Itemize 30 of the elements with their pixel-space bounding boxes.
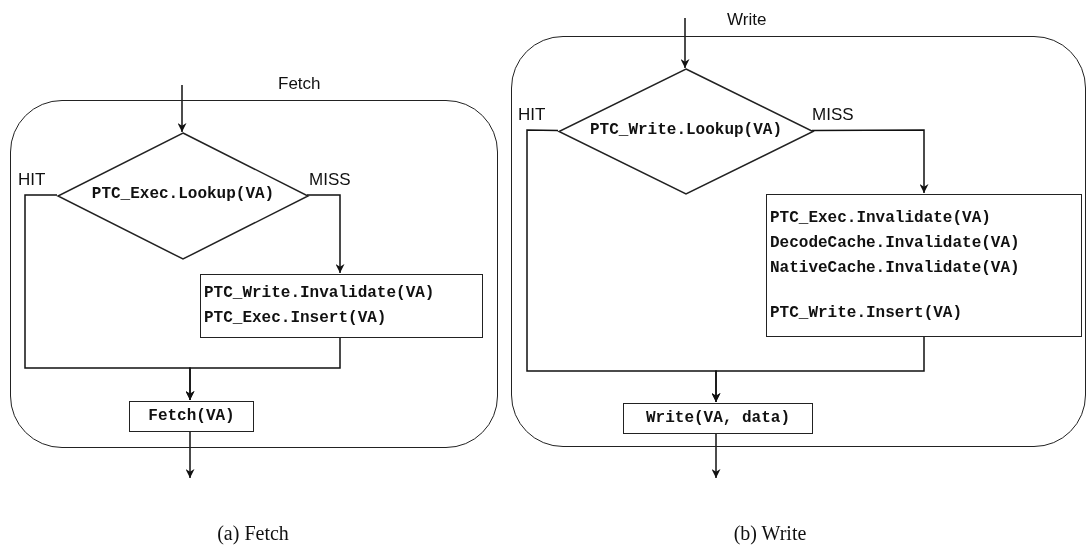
process-box (623, 403, 813, 434)
code-line: PTC_Write.Invalidate(VA) (204, 283, 435, 304)
code-line: PTC_Exec.Insert(VA) (204, 308, 387, 329)
arrow (185, 430, 195, 479)
code-line: NativeCache.Invalidate(VA) (770, 257, 1020, 279)
edge-label: MISS (309, 170, 351, 190)
process-box (766, 194, 1082, 337)
edge-label: MISS (812, 105, 854, 125)
code-line: Fetch(VA) (148, 406, 235, 427)
process-box (200, 274, 483, 338)
arrow (177, 84, 187, 133)
condition-text: PTC_Exec.Lookup(VA) (90, 185, 276, 204)
arrow (185, 336, 341, 401)
edge-label: HIT (18, 170, 46, 190)
panel-title: Fetch (278, 74, 321, 94)
arrow (711, 335, 925, 403)
code-line: PTC_Write.Insert(VA) (770, 302, 963, 324)
arrow (306, 194, 345, 274)
code-line: Write(VA, data) (646, 408, 790, 429)
figure-caption: (a) Fetch (217, 522, 289, 545)
code-line: DecodeCache.Invalidate(VA) (770, 232, 1020, 254)
edge-label: HIT (518, 105, 546, 125)
arrow (811, 129, 929, 194)
arrow (711, 432, 721, 479)
figure-caption: (b) Write (733, 522, 807, 545)
panel-title: Write (727, 10, 767, 30)
arrow (680, 17, 690, 69)
condition-text: PTC_Write.Lookup(VA) (589, 120, 783, 139)
code-line: PTC_Exec.Invalidate(VA) (770, 207, 991, 229)
process-box (129, 401, 254, 432)
